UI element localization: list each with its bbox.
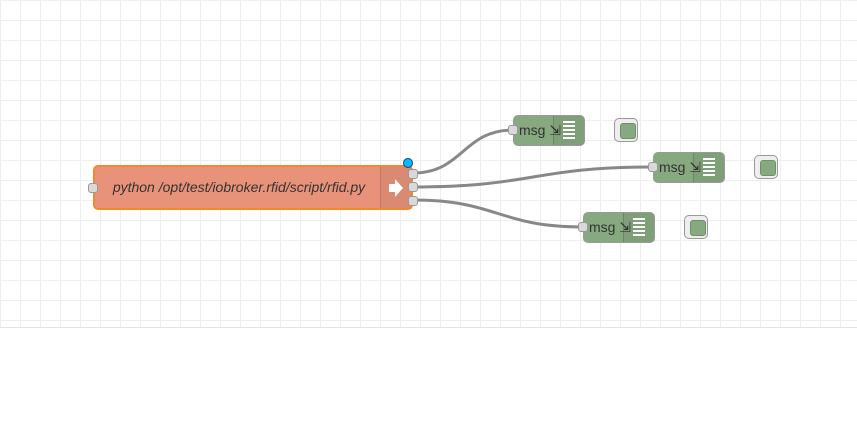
- exec-output-port-2[interactable]: [408, 182, 418, 192]
- flow-workspace[interactable]: python /opt/test/iobroker.rfid/script/rf…: [0, 0, 857, 328]
- debug-node-1[interactable]: msg ⇲: [513, 115, 585, 146]
- wires-layer: [412, 128, 654, 229]
- wire-exec-return-to-debug-3[interactable]: [412, 198, 584, 229]
- exec-node-label: python /opt/test/iobroker.rfid/script/rf…: [112, 179, 366, 195]
- debug-1-toggle-indicator: [620, 123, 636, 139]
- debug-2-toggle-indicator: [760, 160, 776, 176]
- debug-node-icon-area: [623, 213, 654, 242]
- changed-indicator-icon: [403, 158, 413, 168]
- wire-exec-stdout-to-debug-1[interactable]: [412, 128, 514, 175]
- debug-node-2[interactable]: msg ⇲: [653, 152, 725, 183]
- arrow-right-icon: [389, 179, 403, 197]
- debug-node-label: msg ⇲: [588, 219, 632, 235]
- debug-node-label: msg ⇲: [518, 122, 562, 138]
- debug-2-toggle-button[interactable]: [754, 155, 778, 179]
- debug-node-icon-area: [693, 153, 724, 182]
- debug-3-toggle-indicator: [690, 220, 706, 236]
- debug-list-icon: [703, 158, 715, 176]
- debug-node-3[interactable]: msg ⇲: [583, 212, 655, 243]
- exec-output-port-3[interactable]: [408, 196, 418, 206]
- debug-list-icon: [563, 121, 575, 139]
- exec-input-port[interactable]: [88, 183, 98, 193]
- exec-node-icon-area: [380, 167, 411, 208]
- debug-node-icon-area: [553, 116, 584, 145]
- debug-3-input-port[interactable]: [578, 222, 588, 232]
- debug-1-toggle-button[interactable]: [614, 118, 638, 142]
- debug-node-label: msg ⇲: [658, 159, 702, 175]
- debug-1-input-port[interactable]: [508, 125, 518, 135]
- debug-3-toggle-button[interactable]: [684, 215, 708, 239]
- exec-output-port-1[interactable]: [408, 169, 418, 179]
- exec-node[interactable]: python /opt/test/iobroker.rfid/script/rf…: [93, 165, 413, 210]
- debug-2-input-port[interactable]: [648, 162, 658, 172]
- wire-exec-stderr-to-debug-2[interactable]: [412, 165, 654, 189]
- debug-list-icon: [633, 218, 645, 236]
